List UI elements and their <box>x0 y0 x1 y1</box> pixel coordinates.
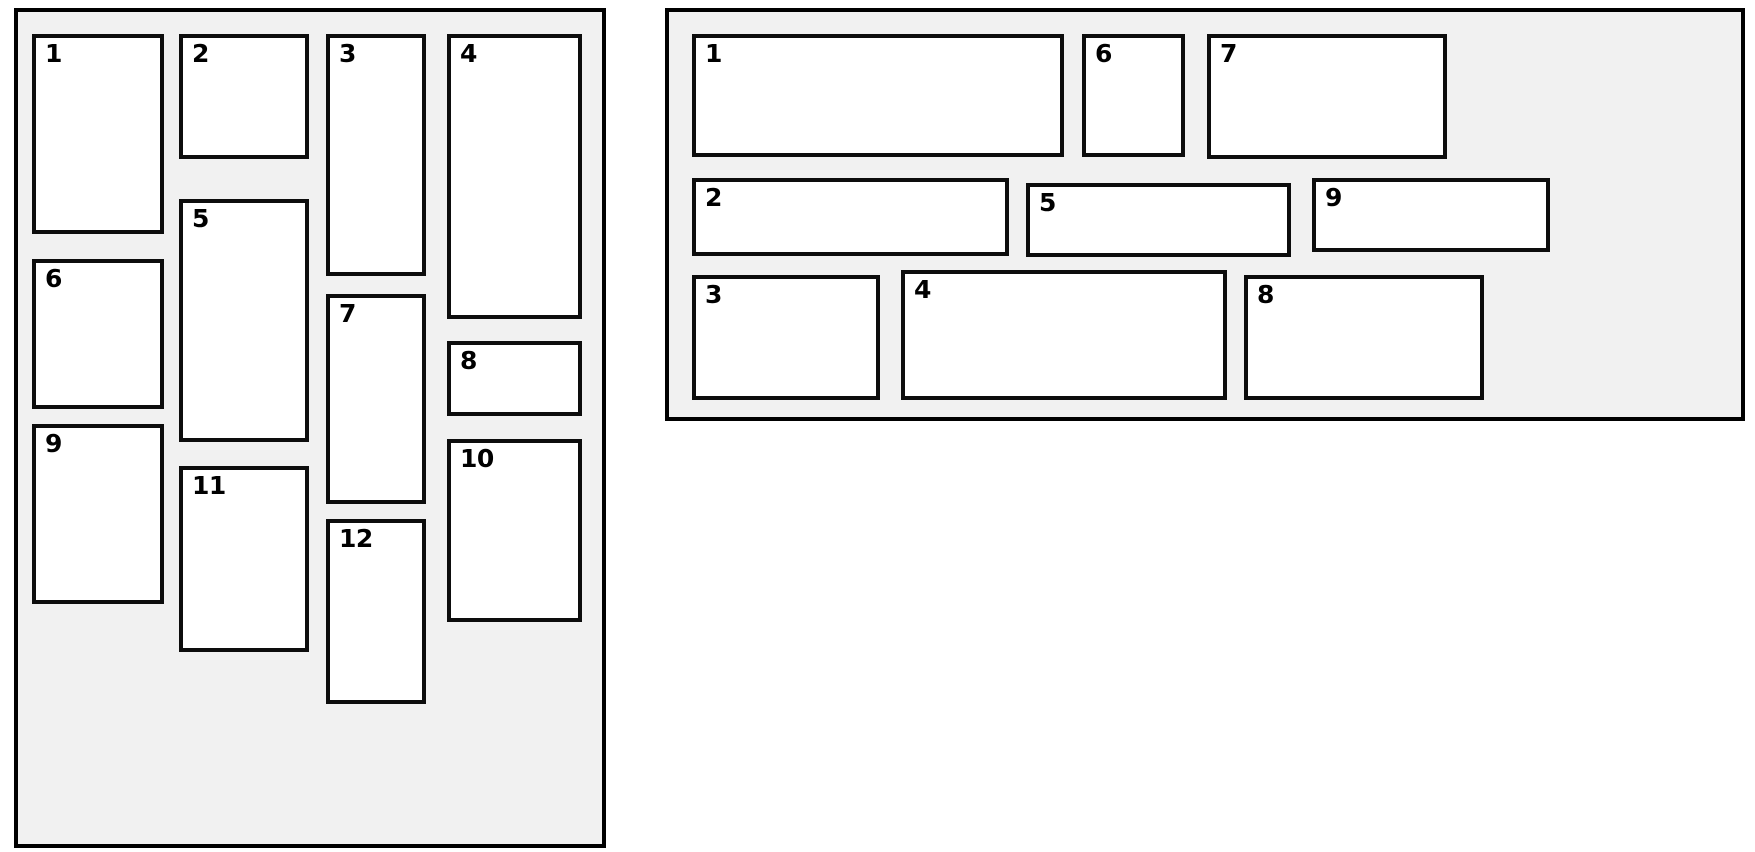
right-panel: 1 2 3 4 5 6 7 8 9 <box>665 8 1745 421</box>
layout-box-label: 1 <box>45 39 62 68</box>
layout-box-label: 7 <box>1220 39 1237 68</box>
layout-box-label: 8 <box>460 346 477 375</box>
layout-box-label: 9 <box>45 429 62 458</box>
layout-box[interactable]: 2 <box>179 34 309 159</box>
layout-box[interactable]: 6 <box>1082 34 1185 157</box>
layout-box-label: 4 <box>914 275 931 304</box>
layout-box-label: 7 <box>339 299 356 328</box>
layout-box[interactable]: 2 <box>692 178 1009 256</box>
layout-box[interactable]: 9 <box>1312 178 1550 252</box>
layout-box[interactable]: 5 <box>1026 183 1291 257</box>
layout-box[interactable]: 1 <box>692 34 1064 157</box>
layout-box[interactable]: 5 <box>179 199 309 442</box>
layout-box-label: 3 <box>339 39 356 68</box>
layout-box[interactable]: 7 <box>326 294 426 504</box>
layout-box[interactable]: 3 <box>692 275 880 400</box>
layout-box-label: 6 <box>45 264 62 293</box>
layout-box[interactable]: 6 <box>32 259 164 409</box>
layout-box-label: 8 <box>1257 280 1274 309</box>
layout-box[interactable]: 10 <box>447 439 582 622</box>
layout-box[interactable]: 4 <box>901 270 1227 400</box>
layout-box-label: 5 <box>192 204 209 233</box>
layout-box-label: 4 <box>460 39 477 68</box>
layout-box-label: 3 <box>705 280 722 309</box>
layout-box[interactable]: 12 <box>326 519 426 704</box>
layout-box-label: 11 <box>192 471 226 500</box>
layout-box-label: 2 <box>192 39 209 68</box>
layout-box-label: 1 <box>705 39 722 68</box>
layout-box[interactable]: 11 <box>179 466 309 652</box>
layout-box-label: 12 <box>339 524 373 553</box>
layout-box[interactable]: 1 <box>32 34 164 234</box>
layout-box[interactable]: 4 <box>447 34 582 319</box>
layout-box-label: 10 <box>460 444 494 473</box>
layout-box-label: 2 <box>705 183 722 212</box>
layout-box-label: 9 <box>1325 183 1342 212</box>
layout-box-label: 5 <box>1039 188 1056 217</box>
layout-box-label: 6 <box>1095 39 1112 68</box>
layout-box[interactable]: 9 <box>32 424 164 604</box>
layout-box[interactable]: 8 <box>447 341 582 416</box>
layout-box[interactable]: 3 <box>326 34 426 276</box>
layout-box[interactable]: 7 <box>1207 34 1447 159</box>
layout-box[interactable]: 8 <box>1244 275 1484 400</box>
